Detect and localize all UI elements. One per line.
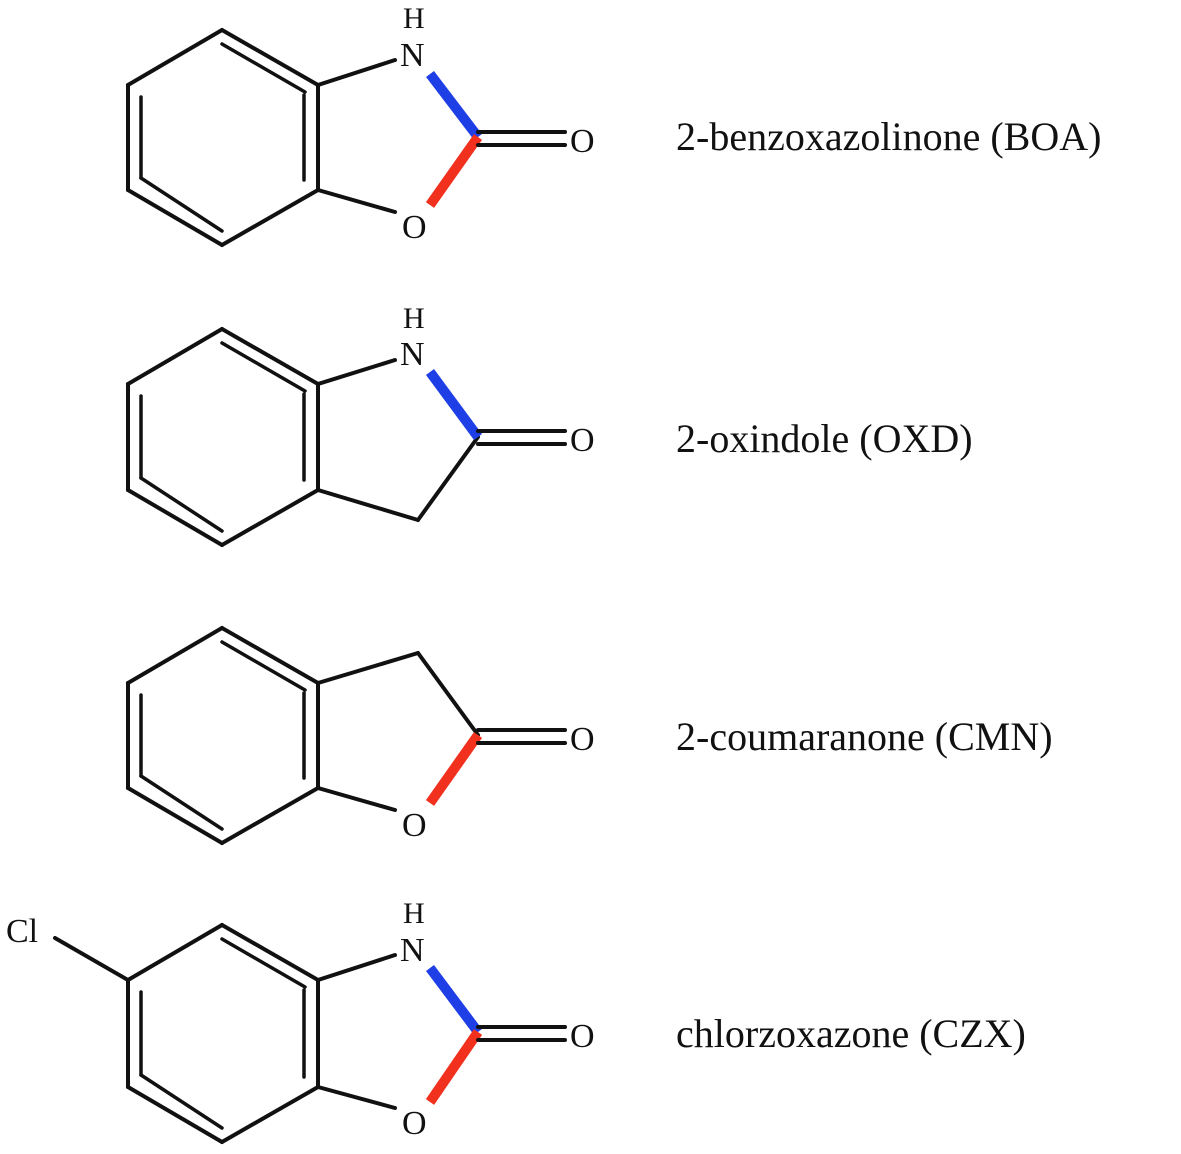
c-n-bond bbox=[316, 358, 397, 386]
chlorine-label: Cl bbox=[6, 913, 38, 950]
compound-name-cmn: 2-coumaranone (CMN) bbox=[676, 714, 1053, 759]
compound-cmn: O O 2-coumaranone (CMN) bbox=[126, 626, 1053, 845]
c-ch2-bond bbox=[316, 651, 420, 685]
hydrogen-label: H bbox=[403, 2, 425, 35]
nitrogen-label: N bbox=[400, 336, 425, 373]
ring-oxygen-label: O bbox=[402, 807, 427, 844]
carbonyl-oxygen-label: O bbox=[570, 422, 595, 459]
n-carbonyl-bond-blue bbox=[426, 70, 482, 141]
o-carbonyl-bond-red bbox=[425, 732, 483, 806]
n-carbonyl-bond-blue bbox=[426, 965, 482, 1035]
c-n-bond bbox=[316, 953, 397, 982]
ch2-carbonyl-bond bbox=[416, 435, 480, 522]
carbonyl-oxygen-label: O bbox=[570, 721, 595, 758]
nitrogen-label: N bbox=[400, 932, 425, 969]
c-o-bond bbox=[316, 188, 397, 214]
compound-name-oxd: 2-oxindole (OXD) bbox=[676, 416, 973, 461]
hydrogen-label: H bbox=[403, 897, 425, 930]
carbonyl-oxygen-label: O bbox=[570, 1018, 595, 1055]
compound-name-czx: chlorzoxazone (CZX) bbox=[676, 1011, 1026, 1056]
benzene-ring bbox=[126, 923, 320, 1144]
c-n-bond bbox=[316, 58, 397, 87]
ch2-carbonyl-bond bbox=[416, 651, 480, 737]
ring-oxygen-label: O bbox=[402, 1105, 427, 1142]
compound-oxd: H N O 2-oxindole (OXD) bbox=[126, 302, 973, 547]
compound-czx: Cl H N O O chlorzoxazone (CZX) bbox=[6, 897, 1026, 1144]
ring-oxygen-label: O bbox=[402, 209, 427, 246]
compound-boa: H N O O 2-benzoxazolinone (BOA) bbox=[126, 2, 1101, 247]
hydrogen-label: H bbox=[403, 302, 425, 335]
nitrogen-label: N bbox=[400, 37, 425, 74]
o-carbonyl-bond-red bbox=[425, 134, 483, 208]
c-o-bond bbox=[316, 1085, 397, 1110]
benzene-ring bbox=[126, 626, 320, 845]
n-carbonyl-bond-blue bbox=[425, 369, 483, 440]
carbonyl-oxygen-label: O bbox=[570, 123, 595, 160]
c-o-bond bbox=[316, 786, 397, 812]
benzene-ring bbox=[126, 327, 320, 547]
o-carbonyl-bond-red bbox=[425, 1029, 483, 1105]
compound-name-boa: 2-benzoxazolinone (BOA) bbox=[676, 114, 1101, 159]
c-cl-bond bbox=[53, 936, 130, 982]
c-ch2-bond bbox=[316, 488, 420, 522]
benzene-ring bbox=[126, 28, 320, 247]
